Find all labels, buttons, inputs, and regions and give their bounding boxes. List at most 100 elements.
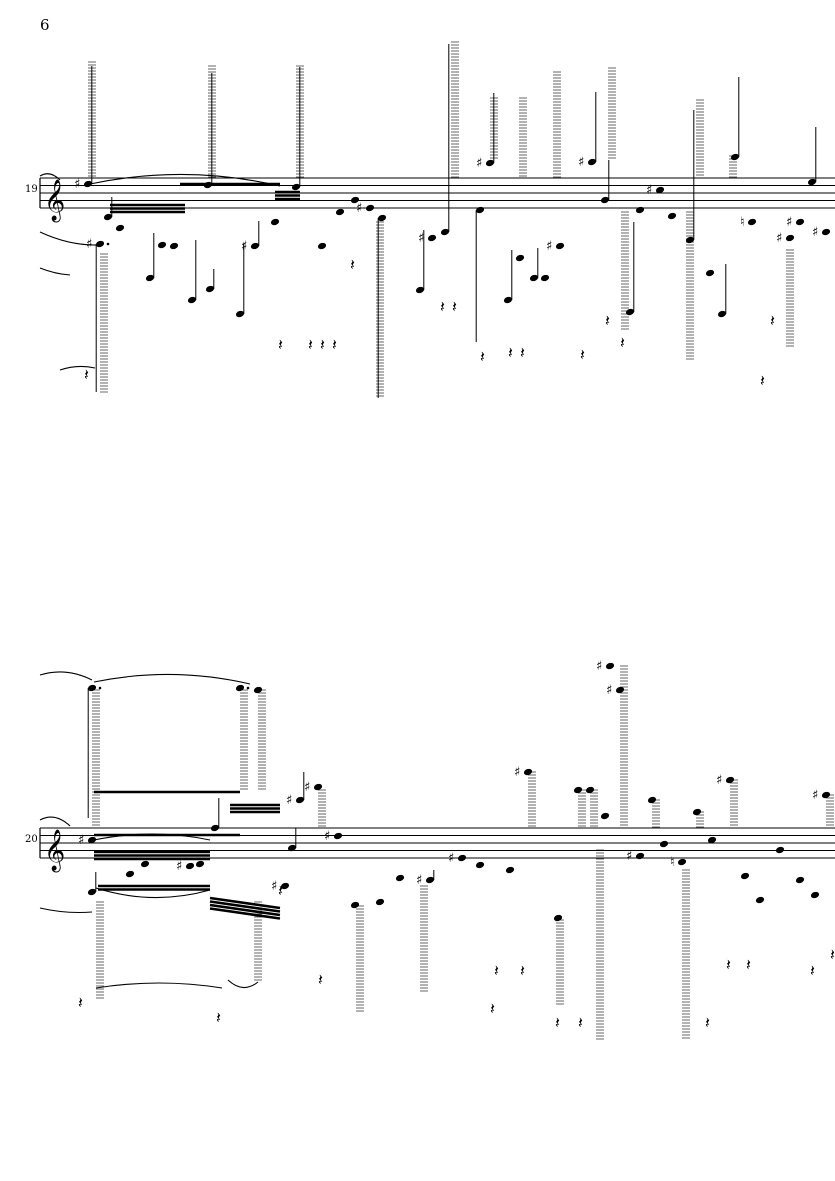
notehead-icon	[717, 310, 727, 318]
notehead-icon	[529, 274, 539, 282]
notehead-icon	[250, 242, 260, 250]
staff-system-19: 𝄞♯♯♯♯♯♯♯♯♯♮♯♯♯𝄽𝄽𝄽𝄽𝄽𝄽𝄽𝄽𝄽𝄽𝄽𝄽𝄽𝄽𝄽𝄽	[39, 41, 835, 398]
notehead-icon	[140, 860, 150, 868]
natural-icon: ♮	[670, 855, 675, 870]
notehead-icon	[415, 286, 425, 294]
notehead-icon	[185, 862, 195, 870]
sharp-icon: ♯	[606, 683, 612, 698]
notehead-icon	[280, 882, 290, 890]
slur	[39, 816, 71, 827]
notehead-icon	[87, 888, 97, 896]
notehead-icon	[747, 218, 757, 226]
notehead-icon	[615, 686, 625, 694]
slur	[39, 671, 93, 681]
slur	[227, 979, 259, 989]
sharp-icon: ♯	[578, 155, 584, 170]
quarter-rest-icon: 𝄽	[78, 993, 83, 1012]
slur	[39, 231, 101, 246]
sharp-icon: ♯	[776, 231, 782, 246]
slur	[59, 365, 96, 371]
quarter-rest-icon: 𝄽	[490, 999, 495, 1018]
notehead-icon	[555, 242, 565, 250]
measure-number-19: 19	[25, 184, 38, 195]
quarter-rest-icon: 𝄽	[278, 881, 283, 900]
notehead-icon	[395, 874, 405, 882]
notehead-icon	[425, 876, 435, 884]
quarter-rest-icon: 𝄽	[216, 1008, 221, 1027]
notehead-icon	[775, 846, 785, 854]
notehead-icon	[440, 228, 450, 236]
notehead-icon	[605, 662, 615, 670]
notehead-icon	[350, 901, 360, 909]
quarter-rest-icon: 𝄽	[605, 311, 610, 330]
treble-clef-icon: 𝄞	[44, 829, 65, 872]
sharp-icon: ♯	[646, 183, 652, 198]
notehead-icon	[685, 236, 695, 244]
quarter-rest-icon: 𝄽	[760, 371, 765, 390]
sharp-icon: ♯	[416, 873, 422, 888]
notehead-icon	[205, 285, 215, 293]
page-number: 6	[40, 16, 50, 34]
quarter-rest-icon: 𝄽	[520, 343, 525, 362]
notehead-icon	[195, 860, 205, 868]
slur	[93, 833, 211, 841]
quarter-rest-icon: 𝄽	[480, 347, 485, 366]
notehead-icon	[83, 180, 93, 188]
notehead-icon	[270, 218, 280, 226]
slur	[39, 907, 93, 914]
notehead-icon	[287, 844, 297, 852]
sharp-icon: ♯	[324, 829, 330, 844]
quarter-rest-icon: 𝄽	[705, 1013, 710, 1032]
notehead-icon	[807, 178, 817, 186]
notehead-icon	[235, 310, 245, 318]
notehead-icon	[677, 858, 687, 866]
notehead-icon	[523, 768, 533, 776]
quarter-rest-icon: 𝄽	[770, 311, 775, 330]
notehead-icon	[655, 186, 665, 194]
notehead-icon	[377, 214, 387, 222]
slur	[95, 887, 211, 899]
sharp-icon: ♯	[514, 765, 520, 780]
notehead-icon	[647, 796, 657, 804]
quarter-rest-icon: 𝄽	[440, 297, 445, 316]
notehead-icon	[503, 296, 513, 304]
notehead-icon	[87, 836, 97, 844]
slur	[93, 673, 251, 685]
quarter-rest-icon: 𝄽	[620, 333, 625, 352]
notehead-icon	[253, 686, 263, 694]
beam	[209, 903, 281, 917]
notehead-icon	[635, 852, 645, 860]
augmentation-dot	[98, 686, 102, 690]
notehead-icon	[667, 212, 677, 220]
notehead-icon	[365, 204, 375, 212]
notehead-icon	[785, 234, 795, 242]
notehead-icon	[585, 786, 595, 794]
augmentation-dot	[106, 242, 110, 246]
staff-system-20: 𝄞♯♯♯♯♯♯♯♯♯♯♯♯♮♯♯𝄽𝄽𝄽𝄽𝄽𝄽𝄽𝄽𝄽𝄽𝄽𝄽𝄽𝄽	[39, 659, 835, 1040]
notehead-icon	[145, 274, 155, 282]
notehead-icon	[475, 861, 485, 869]
notehead-icon	[795, 218, 805, 226]
slur	[39, 267, 71, 276]
quarter-rest-icon: 𝄽	[84, 365, 89, 384]
quarter-rest-icon: 𝄽	[810, 961, 815, 980]
sharp-icon: ♯	[786, 215, 792, 230]
quarter-rest-icon: 𝄽	[580, 345, 585, 364]
notehead-icon	[659, 840, 669, 848]
quarter-rest-icon: 𝄽	[726, 955, 731, 974]
slur	[89, 173, 281, 187]
natural-icon: ♮	[740, 215, 745, 230]
sharp-icon: ♯	[716, 773, 722, 788]
treble-clef-icon: 𝄞	[44, 179, 65, 222]
notehead-icon	[313, 783, 323, 791]
slur	[39, 173, 61, 181]
quarter-rest-icon: 𝄽	[308, 335, 313, 354]
notehead-icon	[427, 234, 437, 242]
notehead-icon	[87, 684, 97, 692]
notehead-icon	[291, 183, 301, 191]
sharp-icon: ♯	[476, 156, 482, 171]
notehead-icon	[810, 891, 820, 899]
notehead-icon	[725, 776, 735, 784]
notehead-icon	[740, 872, 750, 880]
notehead-icon	[587, 158, 597, 166]
